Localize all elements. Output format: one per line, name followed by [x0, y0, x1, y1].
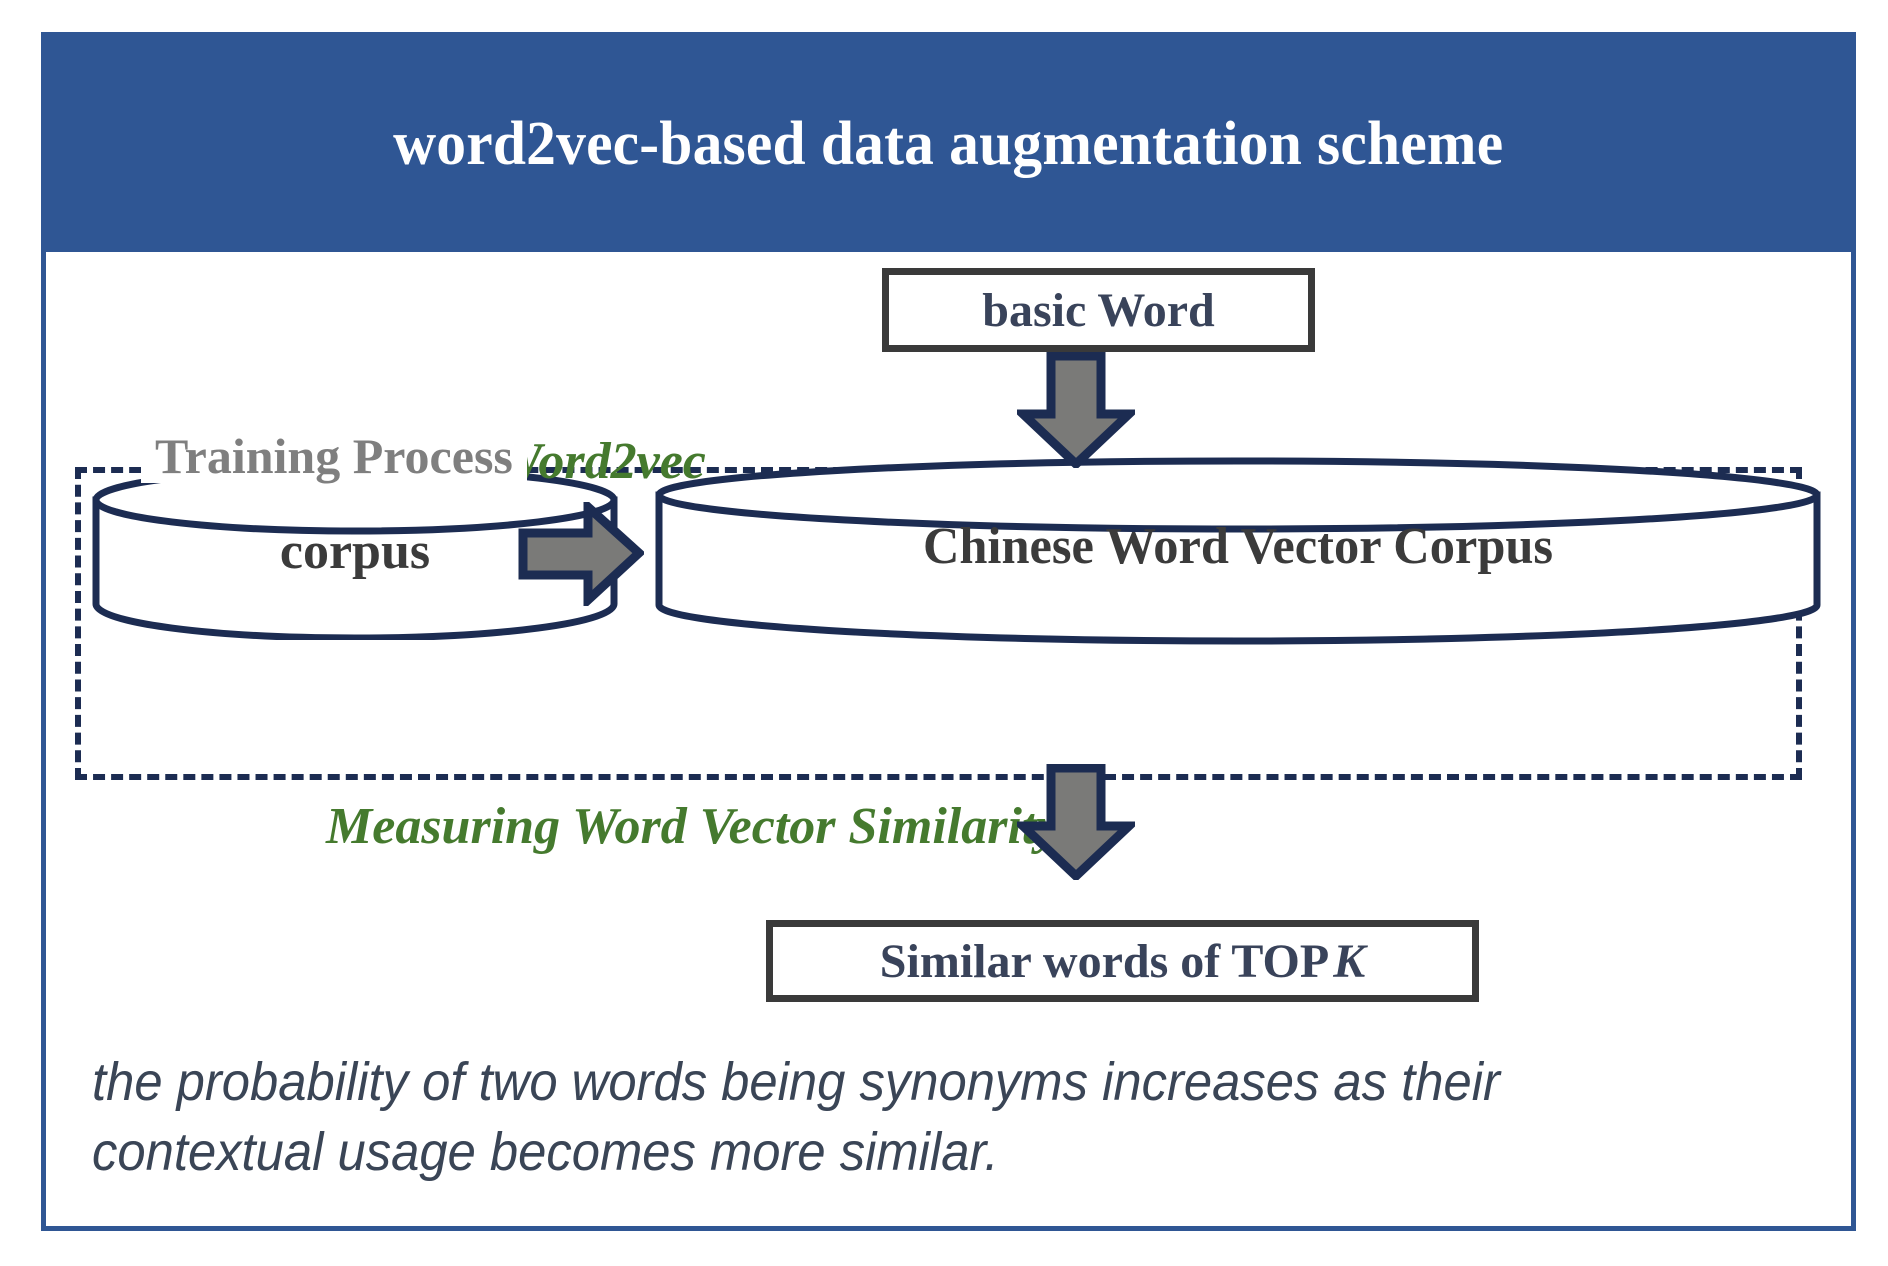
edge-label-measuring-word-vector-similarity: Measuring Word Vector Similarity [326, 798, 1060, 855]
node-similar-words-k-variable: K [1333, 934, 1366, 988]
node-similar-words[interactable]: Similar words of TOP K [766, 920, 1479, 1002]
node-chinese-word-vector-corpus[interactable]: Chinese Word Vector Corpus [654, 455, 1822, 645]
figure-caption: the probability of two words being synon… [92, 1052, 1500, 1183]
arrow-basic-word-to-vector-corpus [1017, 352, 1135, 468]
arrow-vector-corpus-to-similar-words [1017, 764, 1135, 880]
figure-title: word2vec-based data augmentation scheme [393, 110, 1504, 178]
node-basic-word-label: basic Word [982, 283, 1215, 337]
node-basic-word[interactable]: basic Word [882, 268, 1315, 352]
figure-header: word2vec-based data augmentation scheme [46, 37, 1851, 252]
arrow-corpus-to-vector-corpus [518, 502, 644, 606]
figure-frame: word2vec-based data augmentation scheme … [41, 32, 1856, 1231]
diagram-canvas: Training Process basic Word corpus W [46, 252, 1851, 1226]
edge-label-word2vec: Word2vec [496, 433, 706, 490]
training-process-label: Training Process [141, 430, 527, 483]
node-similar-words-label: Similar words of TOP [879, 934, 1330, 988]
node-corpus[interactable]: corpus [91, 464, 619, 640]
